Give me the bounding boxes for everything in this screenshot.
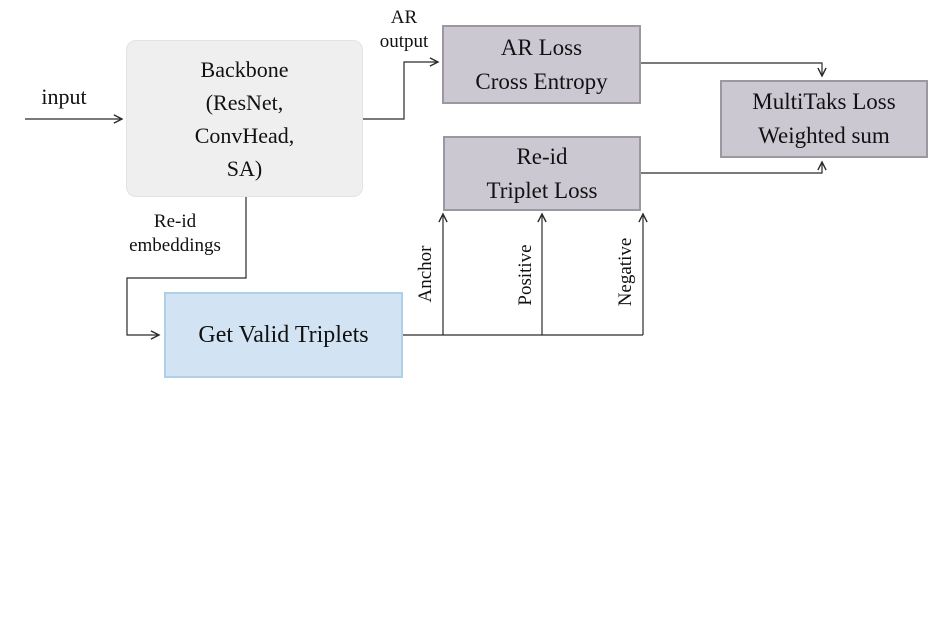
get-valid-triplets-label: Get Valid Triplets [198,321,369,348]
reid-embeddings-edge-label: Re-id embeddings [100,210,250,258]
ar-output-edge-label: AR output [364,6,444,54]
ar-loss-label-line: AR Loss [500,34,583,60]
multitask-loss-label-line: MultiTaks Loss [752,89,896,114]
input-edge-label: input [41,84,87,109]
negative-edge-label: Negative [615,237,636,307]
backbone-label-line: (ResNet, [205,89,284,115]
positive-edge-label: Positive [515,244,536,306]
multitask-loss-label-line: Weighted sum [758,123,890,148]
backbone-node: Backbone (ResNet, ConvHead, SA) [126,40,363,197]
ar-output-line: AR [390,7,418,28]
triplet-loss-label-line: Re-id [516,143,568,169]
triplet-loss-label-line: Triplet Loss [486,177,598,203]
anchor-edge-label: Anchor [415,245,436,303]
backbone-label-line: SA) [226,155,263,181]
triplet-loss-node: Re-id Triplet Loss [443,136,641,211]
backbone-label-line: ConvHead, [194,122,295,148]
ar-loss-label-line: Cross Entropy [475,68,608,94]
reid-embeddings-line: Re-id [153,211,197,232]
get-valid-triplets-node: Get Valid Triplets [164,292,403,378]
ar-loss-node: AR Loss Cross Entropy [442,25,641,104]
multitask-loss-node: MultiTaks Loss Weighted sum [720,80,928,158]
ar-output-line: output [379,31,429,52]
backbone-label-line: Backbone [200,56,289,82]
reid-embeddings-line: embeddings [129,235,221,256]
